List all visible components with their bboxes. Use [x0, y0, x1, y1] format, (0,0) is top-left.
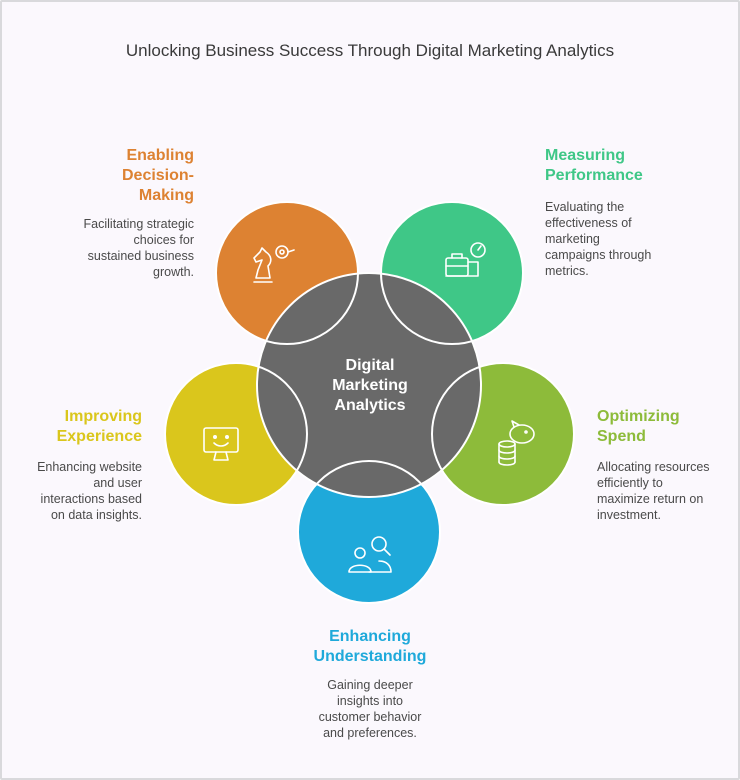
description-line: investment.: [597, 508, 661, 522]
description-line: on data insights.: [50, 508, 142, 522]
hub-label-line: Marketing: [332, 377, 408, 394]
performance-description: Evaluating the effectiveness of marketin…: [545, 199, 715, 279]
description-line: campaigns through: [545, 248, 652, 262]
experience-description: Enhancing website and user interactions …: [10, 459, 142, 523]
description-line: Gaining deeper: [327, 678, 413, 692]
label-line: Spend: [597, 428, 646, 445]
description-line: marketing: [545, 232, 600, 246]
hub-label: Digital Marketing Analytics: [300, 356, 440, 416]
hub-circle: [257, 273, 481, 497]
label-line: Enabling: [126, 147, 194, 164]
piggy-bank-icon: [498, 420, 535, 466]
label-line: Experience: [56, 428, 142, 445]
diagram-title: Unlocking Business Success Through Digit…: [125, 41, 615, 60]
smiley-monitor-icon: [203, 427, 239, 461]
decision-description: Facilitating strategic choices for susta…: [40, 216, 194, 280]
experience-label: Improving Experience: [14, 407, 142, 447]
description-line: choices for: [133, 233, 194, 247]
description-line: growth.: [153, 265, 194, 279]
description-line: and user: [93, 476, 142, 490]
description-line: and preferences.: [323, 726, 417, 740]
description-line: Facilitating strategic: [83, 217, 194, 231]
spend-label: Optimizing Spend: [597, 407, 727, 447]
label-line: Measuring: [545, 147, 626, 164]
label-line: Understanding: [313, 648, 427, 665]
description-line: insights into: [336, 694, 403, 708]
description-line: Enhancing website: [37, 460, 142, 474]
hub-label-line: Digital: [345, 357, 395, 374]
description-line: effectiveness of: [545, 216, 632, 230]
label-line: Performance: [545, 167, 643, 184]
description-line: efficiently to: [597, 476, 663, 490]
petal-understanding: [298, 461, 440, 603]
label-line: Making: [138, 187, 194, 204]
understanding-description: Gaining deeper insights into customer be…: [270, 677, 470, 741]
description-line: Evaluating the: [545, 200, 625, 214]
chess-knight-icon: [253, 245, 295, 283]
label-line: Enhancing: [329, 628, 411, 645]
description-line: Allocating resources: [597, 460, 710, 474]
spend-description: Allocating resources efficiently to maxi…: [597, 459, 733, 523]
decision-label: Enabling Decision- Making: [54, 146, 194, 206]
understanding-label: Enhancing Understanding: [270, 627, 470, 667]
description-line: sustained business: [87, 249, 194, 263]
label-line: Improving: [64, 408, 142, 425]
performance-label: Measuring Performance: [545, 146, 705, 186]
description-line: maximize return on: [597, 492, 704, 506]
briefcase-gauge-icon: [445, 242, 486, 277]
description-line: customer behavior: [318, 710, 422, 724]
user-search-icon: [348, 536, 392, 573]
description-line: metrics.: [545, 264, 589, 278]
hub-label-line: Analytics: [334, 397, 406, 414]
label-line: Decision-: [121, 167, 194, 184]
label-line: Optimizing: [597, 408, 680, 425]
description-line: interactions based: [40, 492, 142, 506]
